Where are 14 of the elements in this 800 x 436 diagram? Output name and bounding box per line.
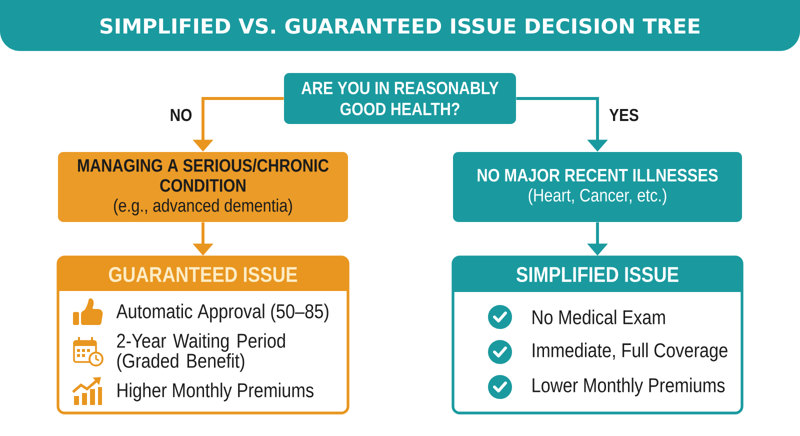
- edge-label: YES: [609, 108, 638, 122]
- list-item: Higher Monthly Premiums: [118, 382, 314, 402]
- list-item: Immediate, Full Coverage: [532, 342, 728, 362]
- panel-header: SIMPLIFIED ISSUE: [453, 257, 742, 292]
- decision-box: NO MAJOR RECENT ILLNESSES (Heart, Cancer, etc.): [453, 152, 742, 222]
- list-item: 2-Year Waiting Period (Graded Benefit): [117, 333, 285, 372]
- list-item: Automatic Approval (50–85): [116, 304, 328, 322]
- edge-label: NO: [170, 108, 192, 122]
- panel-header: GUARANTEED ISSUE: [58, 257, 348, 291]
- title-banner: SIMPLIFIED VS. GUARANTEED ISSUE DECISION TREE: [0, 0, 800, 51]
- list-item: Lower Monthly Premiums: [532, 378, 725, 396]
- list-item: No Medical Exam: [532, 310, 665, 324]
- decision-box: MANAGING A SERIOUS/CHRONIC CONDITION (e.g., advanced dementia): [58, 152, 348, 222]
- question-box: ARE YOU IN REASONABLY GOOD HEALTH?: [284, 73, 516, 124]
